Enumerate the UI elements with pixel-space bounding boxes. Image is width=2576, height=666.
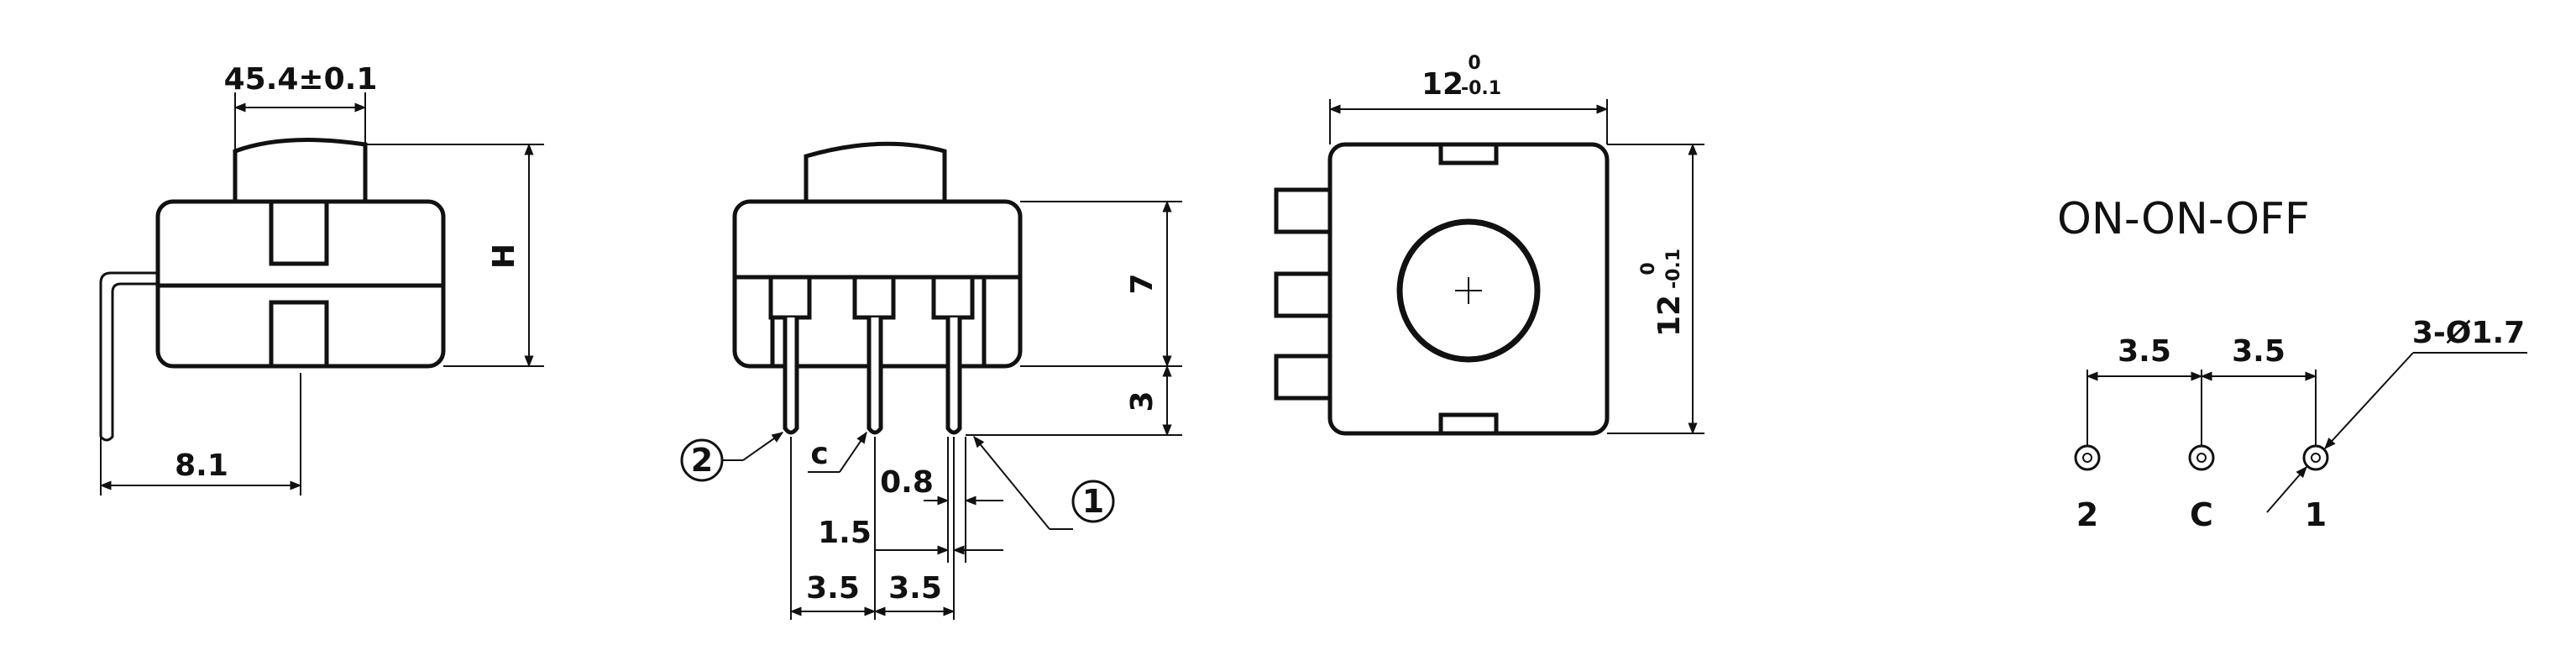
hole-1 [2302, 444, 2329, 471]
side-view: 45.4±0.1 H 8.1 [99, 62, 544, 496]
hole-size-dim: 3-Ø1.7 [2412, 316, 2525, 350]
width-dim-text: 45.4±0.1 [224, 62, 378, 97]
top-height-tol-upper: 0 [1638, 262, 1659, 275]
pin-2 [768, 275, 812, 435]
pin-label-c: C [2190, 496, 2213, 533]
pin-length-dim-text: 3 [1125, 391, 1160, 412]
hole-c [2188, 444, 2215, 471]
label-c: c [810, 437, 828, 471]
top-width-main: 12 [1422, 67, 1463, 102]
switch-type-title: ON-ON-OFF [2057, 194, 2310, 244]
pin-offset-dim-text: 8.1 [175, 448, 228, 483]
top-width-tol-lower: -0.1 [1461, 78, 1501, 99]
top-height-main: 12 [1652, 295, 1687, 337]
bent-pin [99, 271, 156, 437]
pitch-inner-dim-text: 1.5 [818, 516, 872, 550]
hole-2 [2074, 444, 2101, 471]
top-view: 12 0 -0.1 12 0 -0.1 [1274, 53, 1704, 436]
height-dim-text: H [487, 244, 521, 269]
pin-schematic: ON-ON-OFF 3.5 3.5 3-Ø1.7 2 C 1 [2057, 194, 2527, 533]
rotary-knob [1396, 218, 1541, 363]
actuator [804, 141, 947, 204]
actuator [233, 138, 368, 204]
callout-1-circle [1071, 480, 1115, 523]
body-height-dim-text: 7 [1125, 273, 1160, 294]
pin-label-2: 2 [2076, 496, 2098, 533]
pitch-right-dim-text: 3.5 [888, 571, 942, 606]
tab-bottom [1274, 354, 1334, 401]
pitch-left-dim-text: 3.5 [806, 571, 860, 606]
tab-top [1274, 187, 1334, 234]
bottom-notch [1438, 412, 1499, 436]
pin-1 [931, 275, 975, 435]
schematic-pitch-right: 3.5 [2232, 334, 2285, 369]
tab-middle [1274, 271, 1334, 318]
lower-window [269, 300, 329, 369]
front-view: 7 3 2 c 1 0.8 1.5 3.5 3.5 [680, 141, 1182, 620]
pin-width-dim-text: 0.8 [880, 465, 934, 500]
top-notch [1438, 142, 1499, 165]
schematic-pitch-left: 3.5 [2118, 334, 2171, 369]
callout-1-text: 1 [1082, 483, 1104, 520]
pin-label-1: 1 [2305, 496, 2327, 533]
callout-2-text: 2 [691, 442, 713, 479]
top-width-tol-upper: 0 [1468, 53, 1480, 74]
upper-window [269, 199, 329, 266]
top-height-tol-lower: -0.1 [1663, 249, 1684, 289]
pin-c [852, 275, 896, 435]
